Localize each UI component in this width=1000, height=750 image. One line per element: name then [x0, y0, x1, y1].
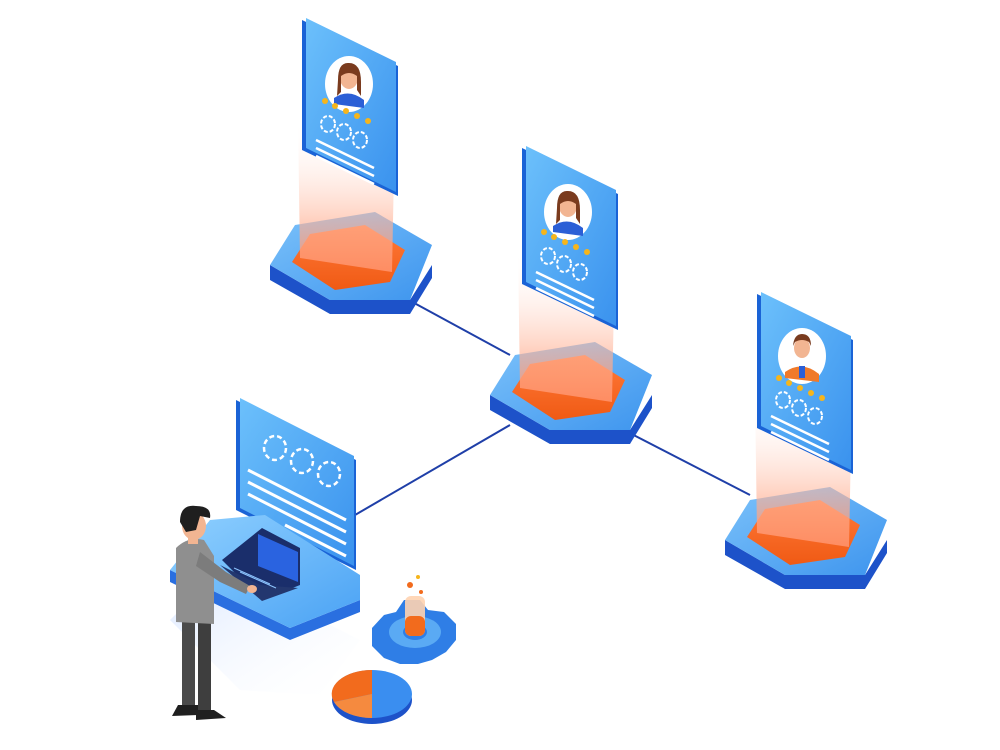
star-icon: [584, 249, 590, 255]
profile-pedestal: [490, 146, 652, 444]
connector-lines: [354, 297, 751, 516]
person-shoe: [196, 710, 226, 720]
circle-indicators: [262, 434, 342, 488]
person-arm: [196, 552, 250, 594]
star-icon: [797, 385, 803, 391]
desk-side: [170, 570, 360, 640]
person-leg: [198, 620, 211, 712]
star-icon: [322, 98, 328, 104]
star-icon: [573, 244, 579, 250]
star-icon: [808, 390, 814, 396]
woman-avatar-icon: [544, 184, 592, 240]
star-icon: [776, 375, 782, 381]
flask-icon: [405, 575, 425, 636]
woman-avatar-icon: [325, 56, 373, 112]
rating-stars: [322, 98, 371, 124]
profile-card: [522, 146, 618, 330]
text-lines: [315, 138, 375, 186]
star-icon: [365, 118, 371, 124]
profile-card: [757, 292, 853, 474]
profile-card: [302, 18, 398, 196]
person-torso: [176, 539, 214, 624]
person-shoe: [172, 705, 198, 716]
platform-side: [490, 395, 652, 444]
circle-indicators: [775, 391, 823, 425]
star-icon: [354, 113, 360, 119]
connector-line: [404, 297, 511, 356]
laptop-icon: [220, 528, 300, 601]
circle-indicators: [320, 115, 368, 149]
star-icon: [332, 103, 338, 109]
star-icon: [819, 395, 825, 401]
man-avatar-icon: [778, 328, 826, 384]
pie-chart-icon: [331, 669, 412, 724]
person-hair: [180, 505, 211, 532]
platform-side: [270, 265, 432, 314]
connector-line: [354, 424, 511, 516]
info-screen: [236, 398, 356, 570]
star-icon: [562, 239, 568, 245]
star-icon: [551, 234, 557, 240]
connector-line: [619, 427, 751, 496]
star-icon: [786, 380, 792, 386]
profile-pedestal: [725, 292, 887, 589]
screen-face: [240, 398, 354, 566]
rating-stars: [776, 375, 825, 401]
star-icon: [541, 229, 547, 235]
star-icon: [343, 108, 349, 114]
rating-stars: [541, 229, 590, 255]
text-lines: [247, 468, 347, 558]
platform-side: [725, 540, 887, 589]
person: [172, 505, 257, 720]
person-neck: [188, 536, 198, 544]
workstation: [170, 398, 360, 720]
text-lines: [770, 414, 830, 462]
text-lines: [535, 270, 595, 318]
person-hand: [247, 585, 257, 593]
circle-indicators: [540, 247, 588, 281]
person-leg: [182, 618, 195, 708]
profile-pedestal: [270, 18, 432, 314]
